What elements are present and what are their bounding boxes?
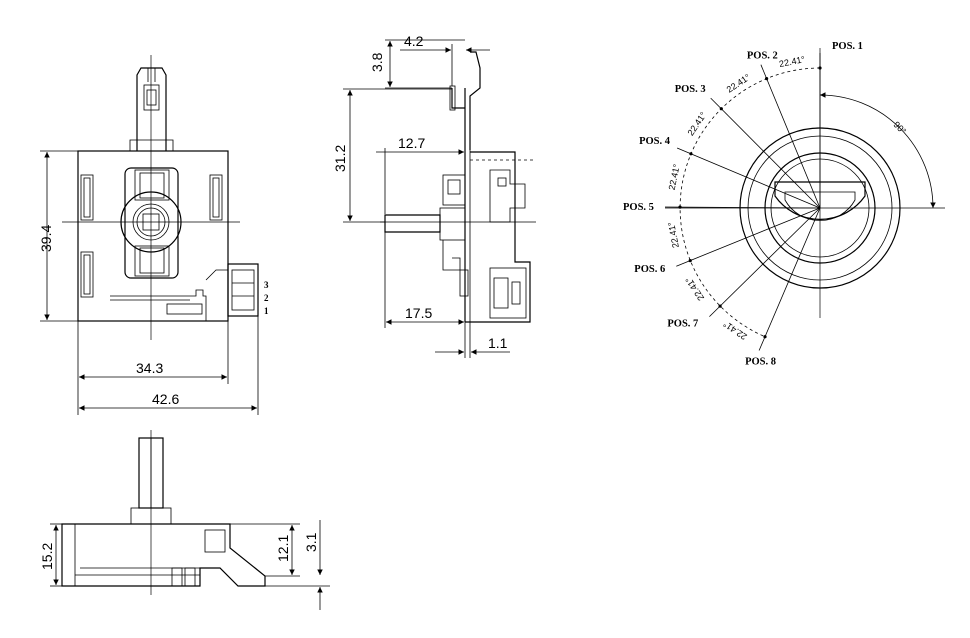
quadrant-arc — [819, 92, 936, 209]
position-ray — [710, 97, 821, 209]
step-angle-label: 22.41° — [666, 221, 681, 249]
side-plate — [469, 51, 481, 150]
side-thickness-dim: 1.1 — [488, 335, 508, 351]
front-hub-body — [124, 167, 179, 279]
side-shaft — [384, 214, 441, 233]
side-top-width-dim: 4.2 — [404, 33, 424, 49]
position-ray — [709, 207, 821, 317]
front-height-dim: 39.4 — [38, 225, 54, 252]
bottom-body-dim: 12.1 — [275, 535, 291, 562]
front-terminal-block — [227, 263, 259, 317]
front-inner-width-dim: 34.3 — [136, 360, 163, 376]
step-arc: 22.41° 22.41° 22.41° 22.41° 22.41° 22.41° 22.4… — [666, 54, 822, 342]
quadrant-angle-label: 90° — [892, 120, 909, 137]
terminal-label-3: 3 — [264, 280, 269, 290]
position-label: POS. 1 — [832, 41, 863, 52]
front-shaft-flat — [143, 84, 160, 111]
bottom-base-dim: 3.1 — [303, 532, 319, 552]
position-ray — [664, 206, 821, 209]
position-label: POS. 4 — [639, 136, 671, 147]
step-angle-label: 22.41° — [667, 163, 682, 191]
side-shaft-dim: 12.7 — [398, 135, 425, 151]
side-view: 3.8 4.2 31.2 12.7 17.5 1.1 — [332, 33, 536, 358]
front-slot — [80, 174, 94, 221]
position-rays: POS. 1 POS. 2 POS. 3 POS. 4 POS. 5 POS. 6 POS.… — [623, 41, 863, 368]
step-angle-label: 22.41° — [778, 54, 806, 69]
front-view: 39.4 34.3 42.6 3 2 1 — [38, 55, 269, 415]
bottom-view: 15.2 12.1 3.1 — [39, 430, 330, 610]
step-angle-label: 22.41° — [721, 319, 749, 342]
position-ray — [676, 207, 821, 267]
terminal-label-1: 1 — [264, 306, 269, 316]
front-slot — [80, 251, 94, 298]
position-label: POS. 3 — [675, 84, 706, 95]
front-slot — [209, 174, 223, 221]
position-label: POS. 8 — [745, 357, 776, 368]
step-arc-path — [679, 67, 821, 338]
position-label: POS. 6 — [634, 264, 665, 275]
position-ray — [758, 207, 821, 351]
step-angle-label: 22.41° — [683, 275, 706, 303]
position-label: POS. 7 — [667, 319, 698, 330]
step-angle-label: 22.41° — [725, 72, 753, 95]
front-housing-outline — [77, 150, 229, 322]
side-height-dim: 31.2 — [332, 145, 348, 172]
terminal-label-2: 2 — [264, 293, 269, 303]
position-ray — [676, 147, 821, 209]
position-diagram: 90° 22.41°22.41°22.41°22.41°22.41°22.41°… — [623, 41, 945, 368]
side-body — [465, 151, 531, 323]
side-depth-dim: 17.5 — [405, 305, 432, 321]
bottom-body — [61, 523, 266, 587]
step-angle-label: 22.41° — [686, 110, 709, 138]
position-label: POS. 2 — [747, 51, 778, 62]
position-ray — [760, 64, 821, 209]
front-shaft — [136, 67, 167, 151]
bottom-height-dim: 15.2 — [39, 543, 55, 570]
position-label: POS. 5 — [623, 202, 654, 213]
front-overall-width-dim: 42.6 — [152, 391, 179, 407]
side-top-gap-dim: 3.8 — [369, 52, 385, 72]
